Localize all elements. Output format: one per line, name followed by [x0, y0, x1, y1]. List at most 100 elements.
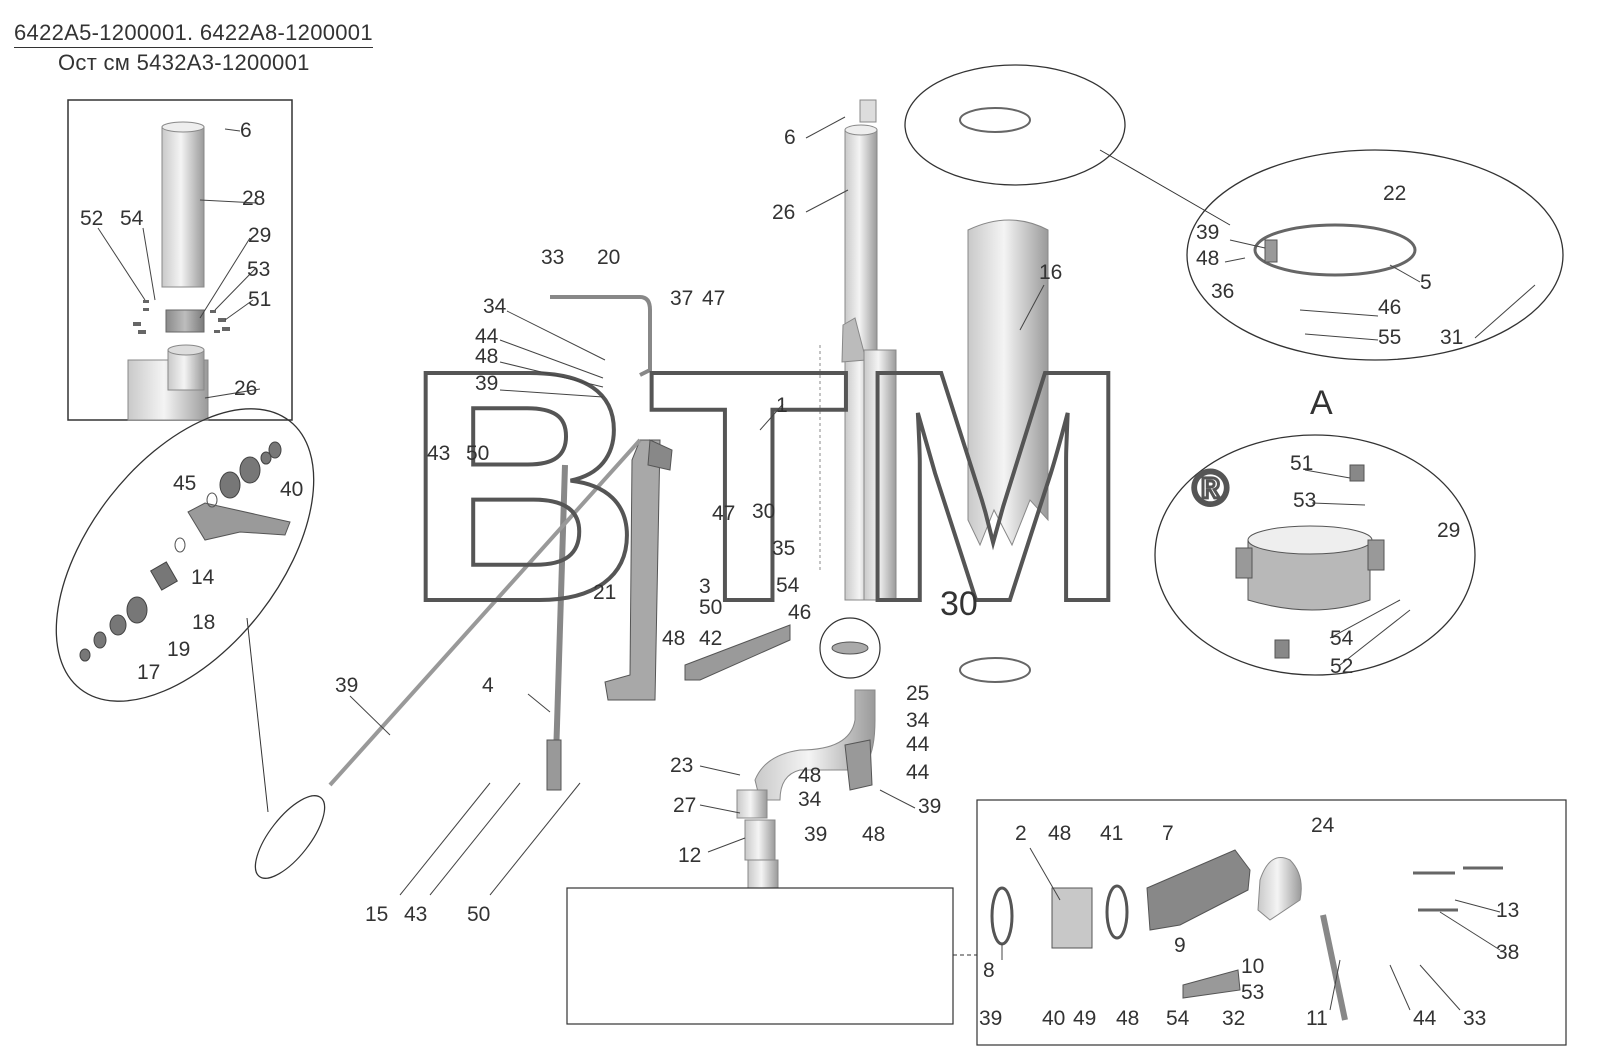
- callout-label: 48: [662, 627, 685, 650]
- watermark: BTM ®: [402, 299, 1231, 672]
- inset-top-left: [67, 99, 293, 421]
- callout-label: 44: [475, 325, 499, 348]
- callout-label: 21: [593, 581, 616, 604]
- title-line-2: Ост см 5432А3-1200001: [58, 50, 310, 75]
- callout-label: 44: [906, 733, 930, 756]
- callout-label: 12: [678, 844, 701, 867]
- callout-label: 47: [712, 502, 735, 525]
- callout-label: 53: [1293, 489, 1316, 512]
- callout-label: 54: [120, 207, 144, 230]
- callout-label: 46: [788, 601, 811, 624]
- leader-lines: [97, 116, 1536, 1011]
- left-ellipse-detail: [55, 408, 315, 702]
- callout-label: 36: [1211, 280, 1234, 303]
- callout-label: 52: [1330, 655, 1353, 678]
- callout-label: 43: [427, 442, 450, 465]
- callout-label: 25: [906, 682, 929, 705]
- callout-label: 9: [1174, 934, 1186, 957]
- callout-label: 54: [1166, 1007, 1190, 1030]
- callout-label: 29: [248, 224, 271, 247]
- callout-label: 39: [1196, 221, 1219, 244]
- callout-label: 33: [541, 246, 564, 269]
- callout-label: 34: [906, 709, 930, 732]
- exhaust-pipe-26: [819, 99, 897, 601]
- callout-label: 54: [1330, 627, 1354, 650]
- callout-label: 55: [1378, 326, 1401, 349]
- callout-label: 50: [466, 442, 489, 465]
- callout-label: 29: [1437, 519, 1460, 542]
- callout-label: 48: [1048, 822, 1071, 845]
- callout-label: 6: [240, 119, 252, 142]
- callout-label: 24: [1311, 814, 1335, 837]
- callout-label: 10: [1241, 955, 1264, 978]
- callout-label: 27: [673, 794, 696, 817]
- callout-label: 13: [1496, 899, 1519, 922]
- heat-shield-16: [967, 219, 1049, 547]
- callout-label: 26: [772, 201, 795, 224]
- callout-label: 39: [475, 372, 498, 395]
- callout-label: 38: [1496, 941, 1519, 964]
- callout-label: 48: [475, 345, 498, 368]
- callout-label: 33: [1463, 1007, 1486, 1030]
- callout-label: 30: [940, 585, 978, 623]
- top-clamp-ellipse: [904, 64, 1126, 186]
- callout-label: 53: [1241, 981, 1264, 1004]
- callout-label: 43: [404, 903, 427, 926]
- callout-label: 44: [1413, 1007, 1437, 1030]
- svg-text:BTM: BTM: [404, 301, 1137, 670]
- callout-label: 39: [804, 823, 827, 846]
- callout-label: 48: [1116, 1007, 1139, 1030]
- callout-label: 48: [798, 764, 821, 787]
- callout-label: 30: [752, 500, 775, 523]
- callout-label: 32: [1222, 1007, 1245, 1030]
- callout-label: 4: [482, 674, 494, 697]
- svg-text:®: ®: [1192, 460, 1229, 516]
- callout-label: 14: [191, 566, 215, 589]
- callout-label: 26: [234, 377, 257, 400]
- callout-label: 54: [776, 574, 800, 597]
- callout-label: 46: [1378, 296, 1401, 319]
- callout-label: 49: [1073, 1007, 1096, 1030]
- callout-label: 44: [906, 761, 930, 784]
- view-a-detail: [1154, 434, 1476, 676]
- title-line-1: 6422A5-1200001. 6422A8-1200001: [14, 20, 373, 48]
- callout-label: 8: [983, 959, 995, 982]
- callout-label: 28: [242, 187, 265, 210]
- callout-label: 35: [772, 537, 795, 560]
- callout-label: 11: [1306, 1007, 1328, 1030]
- callout-label: 45: [173, 472, 196, 495]
- callout-label: 48: [862, 823, 885, 846]
- callout-label: 52: [80, 207, 103, 230]
- callout-label: 19: [167, 638, 190, 661]
- callout-label: 47: [702, 287, 725, 310]
- callout-label: 20: [597, 246, 620, 269]
- callout-label: 31: [1440, 326, 1463, 349]
- callout-label: 2: [1015, 822, 1027, 845]
- callout-label: 22: [1383, 182, 1406, 205]
- callout-label: 17: [137, 661, 160, 684]
- callout-label: 37: [670, 287, 693, 310]
- callout-label: 40: [1042, 1007, 1065, 1030]
- callout-label: 40: [280, 478, 303, 501]
- callout-label: 6: [784, 126, 796, 149]
- callout-label: 34: [798, 788, 822, 811]
- callout-label: 51: [248, 288, 271, 311]
- callout-label: 34: [483, 295, 507, 318]
- bracket-3: [604, 439, 673, 701]
- clamp-5-detail: [1186, 149, 1564, 361]
- callout-label: 42: [699, 627, 722, 650]
- callout-label: 50: [699, 596, 722, 619]
- callout-label: 16: [1039, 261, 1062, 284]
- callout-label: A: [1310, 384, 1333, 422]
- callout-label: 23: [670, 754, 693, 777]
- callout-label: 3: [699, 575, 711, 598]
- callout-label: 48: [1196, 247, 1219, 270]
- callout-label: 51: [1290, 452, 1313, 475]
- callout-label: 39: [335, 674, 358, 697]
- callout-label: 1: [776, 394, 788, 417]
- callout-label: 18: [192, 611, 215, 634]
- callout-label: 41: [1100, 822, 1123, 845]
- callout-label: 39: [918, 795, 941, 818]
